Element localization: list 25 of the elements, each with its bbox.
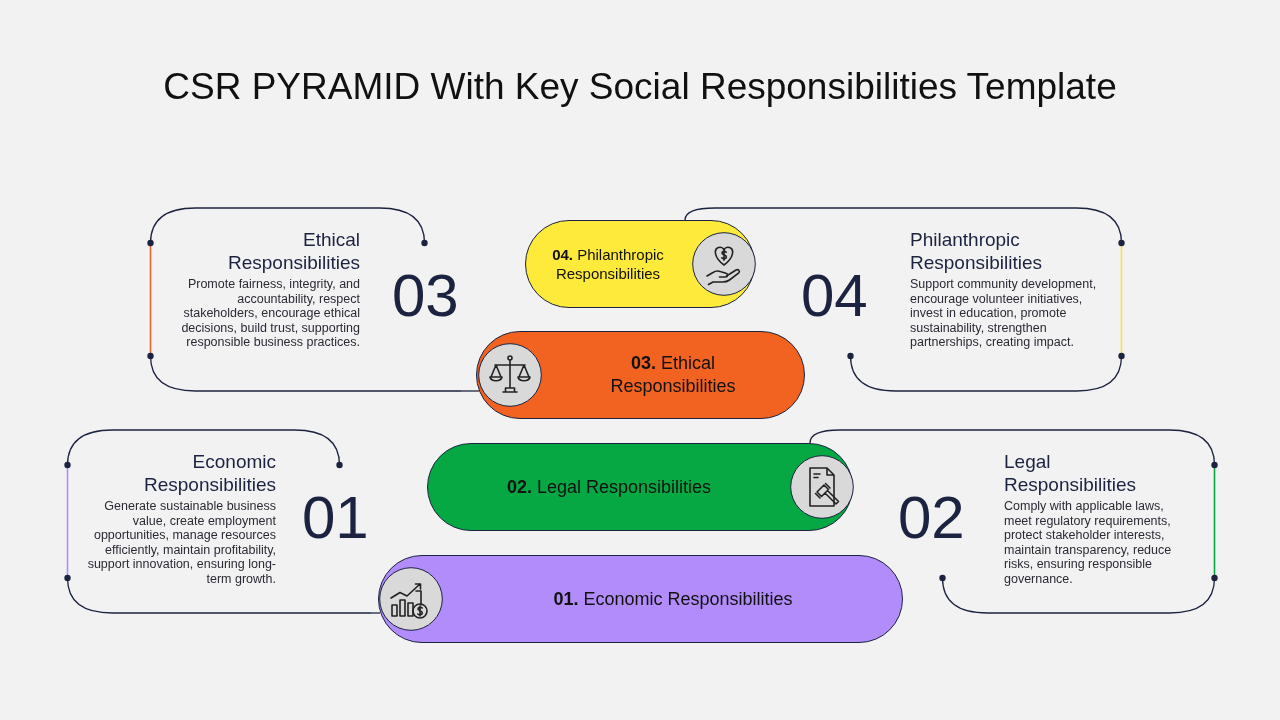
card-description: Generate sustainable business value, create employment opportunities, manage resources efficiently, maintain profitability, support innovation, ensuring long-term growth. (86, 499, 276, 587)
outline-card (64, 429, 371, 614)
card-description: Promote fairness, integrity, and accountability, respect stakeholders, encourage ethical decisions, build trust, supporting responsible business practices. (180, 277, 360, 350)
title: CSR PYRAMID With Key Social Responsibilities Template (163, 65, 1117, 109)
banner-label: 03. Ethical Responsibilities (609, 352, 737, 398)
card-description: Comply with applicable laws, meet regulatory requirements, protect stakeholder interests, maintain transparency, reduce risks, ensuring responsible governance. (1004, 499, 1173, 587)
card-heading: Philanthropic Responsibilities (910, 228, 1043, 274)
outline-card (895, 429, 1218, 614)
step-number: 03 (392, 264, 459, 328)
outline-card (147, 207, 461, 392)
outline-card (797, 207, 1125, 392)
banner-label: 01. Economic Responsibilities (553, 587, 793, 611)
step-number: 01 (302, 486, 369, 550)
connector-line (370, 612, 381, 614)
connector-line (809, 429, 896, 444)
card-heading: Legal Responsibilities (1004, 450, 1137, 496)
connector-line (460, 390, 480, 392)
banner-label: 02. Legal Responsibilities (506, 475, 712, 499)
card-heading: Ethical Responsibilities (227, 228, 360, 274)
banner-label: 04. Philanthropic Responsibilities (552, 245, 664, 283)
step-number: 04 (801, 264, 868, 328)
step-number: 02 (898, 486, 965, 550)
card-heading: Economic Responsibilities (143, 450, 276, 496)
card-description: Support community development, encourage volunteer initiatives, invest in education, promote sustainability, strengthen partnerships, creating impact. (910, 277, 1098, 350)
connector-line (684, 207, 798, 221)
